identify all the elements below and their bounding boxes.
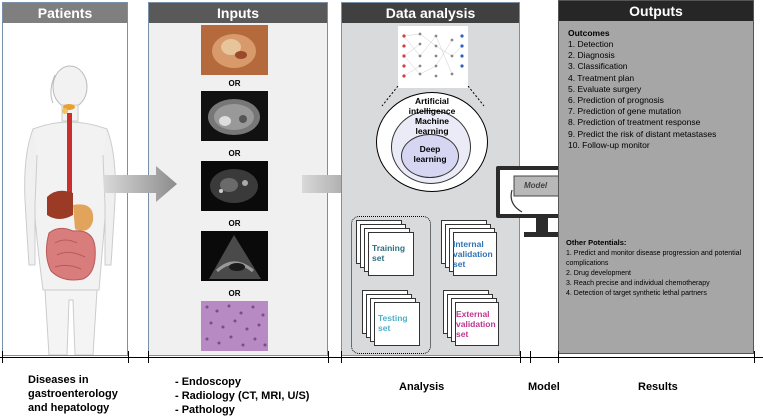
bottom-label-model: Model xyxy=(528,381,560,393)
list-item: 4. Treatment plan xyxy=(568,72,635,83)
endoscopy-image xyxy=(201,25,268,75)
inputs-header: Inputs xyxy=(149,3,327,23)
bottom-label-analysis: Analysis xyxy=(399,381,445,393)
axis-tick xyxy=(530,351,531,363)
pathology-image xyxy=(201,301,268,351)
zoom-lines xyxy=(381,86,485,107)
train-test-group xyxy=(351,216,431,354)
list-item: 7. Prediction of gene mutation xyxy=(568,106,681,117)
list-item: 5. Evaluate surgery xyxy=(568,83,642,94)
outcomes-list: 1. Detection 2. Diagnosis 3. Classificat… xyxy=(568,39,716,151)
list-item: 2. Diagnosis xyxy=(568,50,615,61)
list-item: 10. Follow-up monitor xyxy=(568,139,650,150)
analysis-header: Data analysis xyxy=(342,3,519,23)
ai-label: Artificial intelligence xyxy=(408,96,456,116)
or-label: OR xyxy=(228,219,241,228)
list-item: 3. Classification xyxy=(568,61,628,72)
dl-label: Deep learning xyxy=(413,144,447,164)
training-set-label: Training set xyxy=(372,243,406,263)
human-body-illustration xyxy=(24,65,116,355)
list-item: 8. Prediction of treatment response xyxy=(568,117,701,128)
inputs-panel: Inputs OR OR OR OR xyxy=(148,2,328,356)
axis-tick xyxy=(754,351,755,363)
bottom-label-diseases: Diseases in gastroenterology and hepatol… xyxy=(28,374,118,414)
bottom-label-inputs: - Endoscopy - Radiology (CT, MRI, U/S) -… xyxy=(175,376,310,416)
axis-tick xyxy=(2,351,3,363)
arrow-patients-to-inputs xyxy=(104,166,177,202)
list-item: 9. Predict the risk of distant metastase… xyxy=(568,128,717,139)
or-label: OR xyxy=(228,289,241,298)
patients-header: Patients xyxy=(3,3,127,23)
or-label: OR xyxy=(228,149,241,158)
axis-tick xyxy=(558,351,559,363)
neural-network-icon xyxy=(398,26,468,88)
list-item: 3. Reach precise and individual chemothe… xyxy=(566,280,710,287)
axis-tick xyxy=(328,351,329,363)
outcomes-title: Outcomes xyxy=(568,28,610,38)
other-potentials-title: Other Potentials: xyxy=(566,238,627,247)
ct-scan-image xyxy=(201,91,268,141)
outputs-header: Outputs xyxy=(559,1,753,21)
mri-image xyxy=(201,161,268,211)
ml-label: Machine learning xyxy=(414,116,449,136)
list-item: 4. Detection of target synthetic lethal … xyxy=(566,290,707,297)
list-item: 6. Prediction of prognosis xyxy=(568,95,664,106)
testing-set-label: Testing set xyxy=(378,313,408,333)
list-item: 1. Detection xyxy=(568,39,614,49)
axis-tick xyxy=(520,351,521,363)
axis-tick xyxy=(148,351,149,363)
dl-circle xyxy=(401,134,459,178)
or-label: OR xyxy=(228,79,241,88)
internal-validation-label: Internal validation set xyxy=(453,239,493,269)
list-item: 1. Predict and monitor disease progressi… xyxy=(566,250,742,267)
bottom-label-results: Results xyxy=(638,381,678,393)
bottom-axis-line xyxy=(0,357,763,358)
external-validation-label: External validation set xyxy=(456,309,496,339)
axis-tick xyxy=(341,351,342,363)
ultrasound-image xyxy=(201,231,268,281)
other-potentials-list: 1. Predict and monitor disease progressi… xyxy=(566,249,756,299)
model-label: Model xyxy=(524,181,548,190)
axis-tick xyxy=(128,351,129,363)
outputs-panel: Outputs xyxy=(558,0,754,354)
list-item: 2. Drug development xyxy=(566,270,631,277)
